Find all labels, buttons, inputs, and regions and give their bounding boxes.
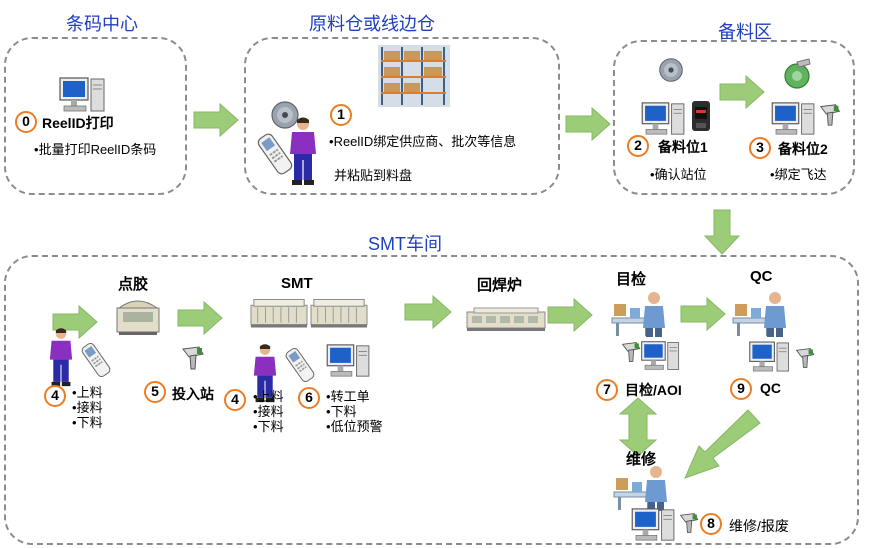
step-badge-7: 7 (596, 379, 618, 401)
flow-arrow-right (404, 294, 452, 330)
confirm-station-desc: 确认站位 (650, 164, 707, 183)
smt-title: SMT (281, 275, 313, 292)
qc-label: QC (760, 380, 781, 396)
repair-station-icon (612, 462, 672, 512)
qc-title: QC (750, 268, 773, 285)
barcode-scanner-icon (818, 102, 844, 128)
task-splice: 接料 (72, 400, 103, 415)
staging-area-box (613, 40, 855, 195)
task-unload: 下料 (253, 419, 284, 434)
step-badge-4: 4 (44, 385, 66, 407)
smt-load-task-list: 上料 接料 下料 (253, 389, 284, 434)
handheld-terminal-icon (283, 345, 317, 385)
material-warehouse-box (244, 37, 560, 195)
reel-icon (658, 57, 684, 83)
smt-workshop-title: SMT车间 (368, 234, 442, 254)
task-load: 上料 (72, 385, 103, 400)
flow-arrow-diagonal (684, 409, 761, 479)
flow-arrow-right (177, 300, 223, 336)
computer-icon (630, 507, 678, 543)
staging-pos1-label: 备料位1 (658, 139, 708, 155)
staging-pos2-label: 备料位2 (778, 141, 828, 157)
barcode-scanner-icon (794, 346, 818, 370)
step-badge-5: 5 (144, 381, 166, 403)
flow-arrow-down (703, 209, 741, 255)
barcode-center-box (4, 37, 187, 195)
warehouse-rack-icon (378, 45, 450, 107)
flow-arrow-bidirectional (618, 397, 658, 457)
attach-reel-desc: 并粘贴到料盘 (334, 168, 413, 183)
reflow-oven-icon (466, 306, 546, 332)
batch-print-desc: 批量打印ReelID条码 (34, 139, 157, 158)
smt-order-task-list: 转工单 下料 低位预警 (326, 389, 383, 434)
visual-inspection-title: 目检 (616, 271, 647, 288)
material-warehouse-title: 原料仓或线边仓 (309, 14, 435, 34)
bind-feeder-desc: 绑定飞达 (770, 164, 827, 183)
barcode-scanner-icon (678, 511, 702, 535)
task-splice: 接料 (253, 404, 284, 419)
handheld-terminal-icon (79, 340, 113, 380)
task-transfer-order: 转工单 (326, 389, 383, 404)
operator-icon (288, 116, 318, 186)
flow-arrow-right (680, 296, 726, 332)
reflow-title: 回焊炉 (477, 277, 523, 294)
step-badge-0: 0 (15, 111, 37, 133)
step-badge-1: 1 (330, 104, 352, 126)
flow-arrow-right (193, 102, 239, 138)
flow-arrow-right (547, 297, 593, 333)
task-unload: 下料 (326, 404, 383, 419)
task-load: 上料 (253, 389, 284, 404)
dispensing-task-list: 上料 接料 下料 (72, 385, 103, 430)
barcode-scanner-icon (180, 344, 208, 372)
fixed-scanner-icon (690, 99, 712, 133)
task-unload: 下料 (72, 415, 103, 430)
flow-arrow-right (565, 106, 611, 142)
step-badge-2: 2 (627, 135, 649, 157)
dispensing-title: 点胶 (118, 276, 149, 293)
smt-machine-icon (310, 297, 368, 329)
inspection-aoi-label: 目检/AOI (625, 382, 682, 398)
step-badge-8: 8 (700, 513, 722, 535)
computer-icon (640, 101, 688, 137)
computer-icon (748, 340, 792, 374)
smt-workshop-box (4, 255, 859, 545)
step-badge-9: 9 (730, 378, 752, 400)
computer-icon (58, 76, 108, 114)
step-badge-6: 6 (298, 387, 320, 409)
operator-icon (48, 327, 74, 387)
repair-title: 维修 (626, 451, 657, 468)
barcode-center-title: 条码中心 (66, 14, 138, 34)
input-station-label: 投入站 (172, 386, 214, 402)
repair-scrap-label: 维修/报废 (729, 518, 789, 534)
smt-machine-icon (250, 297, 308, 329)
inspection-station-icon (731, 288, 791, 338)
task-low-level-alert: 低位预警 (326, 419, 383, 434)
reelid-bind-desc: ReelID绑定供应商、批次等信息 (329, 134, 525, 150)
step-badge-4: 4 (224, 389, 246, 411)
computer-icon (640, 340, 682, 372)
inspection-station-icon (610, 288, 670, 338)
flow-arrow-right (719, 74, 765, 110)
reelid-print-label: ReelID打印 (42, 115, 114, 131)
computer-icon (325, 343, 373, 379)
dispensing-machine-icon (113, 296, 163, 336)
feeder-icon (783, 58, 813, 90)
step-badge-3: 3 (749, 137, 771, 159)
computer-icon (770, 101, 818, 137)
staging-area-title: 备料区 (718, 22, 772, 42)
